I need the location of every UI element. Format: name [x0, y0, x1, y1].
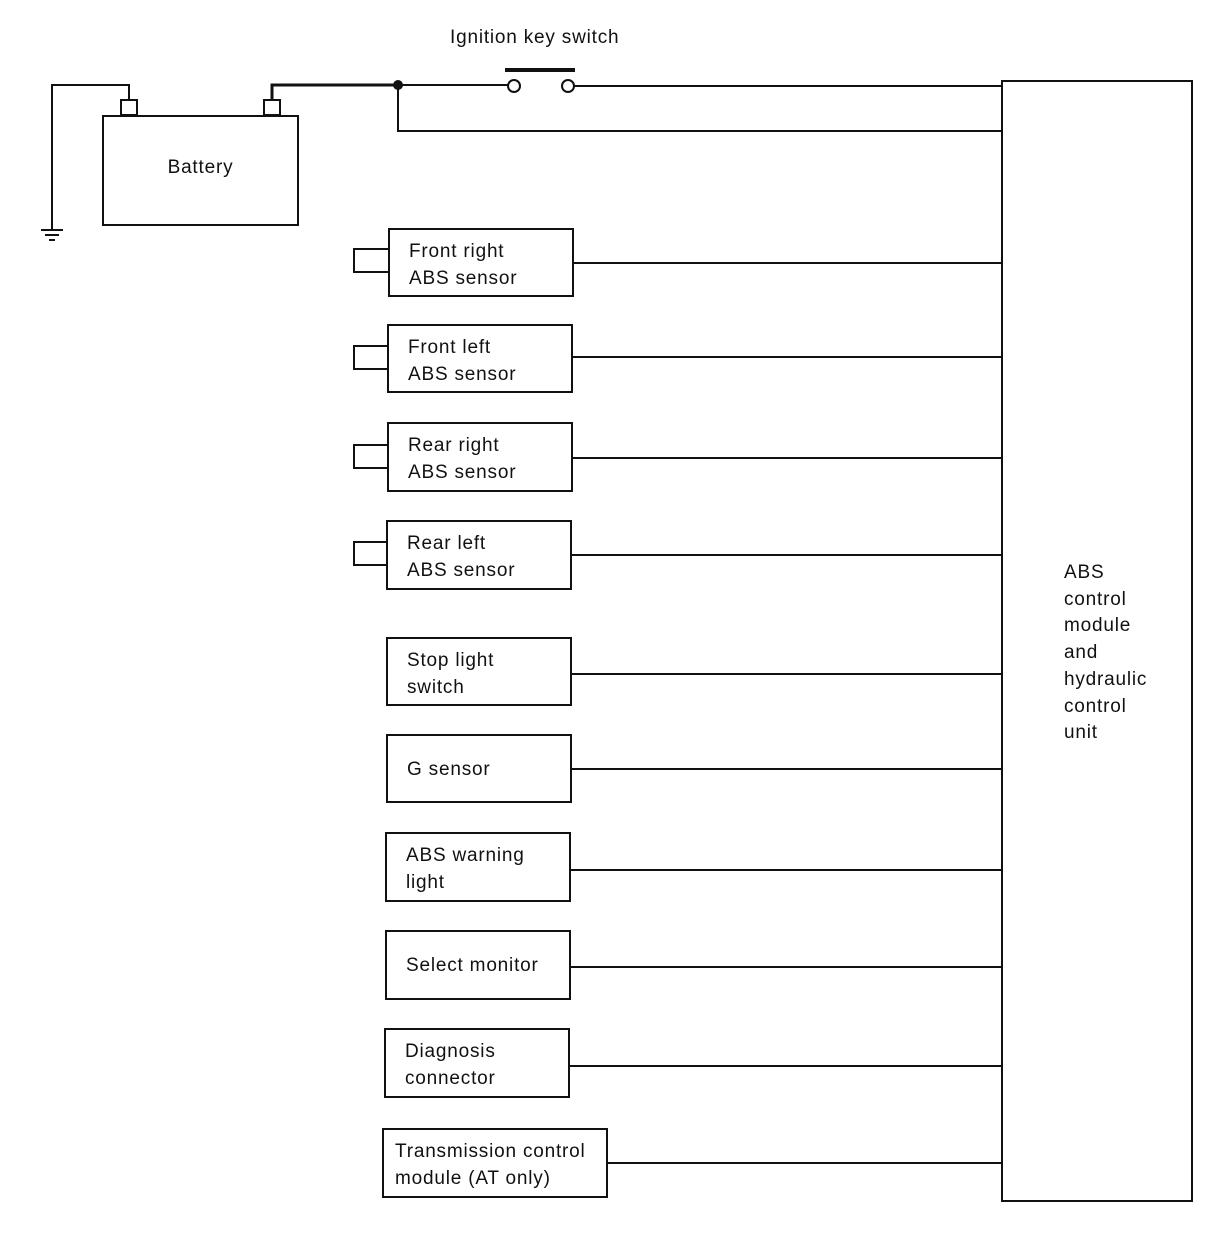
- rear-left-sensor-stub: [353, 541, 389, 566]
- front-left-sensor-stub: [353, 345, 389, 370]
- rear-right-sensor-stub: [353, 444, 389, 469]
- junction-dot: [393, 80, 403, 90]
- rear-right-abs-sensor: Rear right ABS sensor: [387, 422, 573, 492]
- front-left-abs-sensor: Front left ABS sensor: [387, 324, 573, 393]
- transmission-control-module: Transmission control module (AT only): [382, 1128, 608, 1198]
- battery-positive-wire: [270, 83, 398, 100]
- ground-wire: [51, 84, 130, 230]
- g-sensor: G sensor: [386, 734, 572, 803]
- rear-left-abs-sensor: Rear left ABS sensor: [386, 520, 572, 590]
- diagnosis-connector: Diagnosis connector: [384, 1028, 570, 1098]
- diagnosis-connector-label: Diagnosis connector: [405, 1041, 496, 1089]
- stop-light-switch-label: Stop light switch: [407, 650, 495, 698]
- rear-right-abs-sensor-label: Rear right ABS sensor: [408, 435, 517, 483]
- front-right-abs-sensor-label: Front right ABS sensor: [409, 241, 518, 289]
- front-right-abs-sensor: Front right ABS sensor: [388, 228, 574, 297]
- battery-label: Battery: [167, 157, 234, 178]
- abs-control-module-label: ABS control module and hydraulic control…: [1064, 562, 1148, 744]
- battery-negative-terminal: [120, 99, 138, 116]
- abs-warning-light-label: ABS warning light: [406, 845, 525, 893]
- ground-icon: [41, 229, 63, 241]
- battery-positive-terminal: [263, 99, 281, 116]
- front-right-sensor-stub: [353, 248, 389, 273]
- ignition-key-switch-label: Ignition key switch: [450, 27, 620, 48]
- stop-light-switch: Stop light switch: [386, 637, 572, 706]
- battery: Battery: [102, 115, 299, 226]
- front-left-abs-sensor-label: Front left ABS sensor: [408, 337, 517, 385]
- g-sensor-label: G sensor: [407, 759, 491, 780]
- abs-warning-light: ABS warning light: [385, 832, 571, 902]
- abs-control-module: ABS control module and hydraulic control…: [1001, 80, 1193, 1202]
- transmission-control-module-label: Transmission control module (AT only): [395, 1141, 586, 1189]
- select-monitor-label: Select monitor: [406, 955, 539, 976]
- ignition-switch-icon: [505, 68, 575, 93]
- select-monitor: Select monitor: [385, 930, 571, 1000]
- rear-left-abs-sensor-label: Rear left ABS sensor: [407, 533, 516, 581]
- battery-direct-wire: [397, 85, 1003, 132]
